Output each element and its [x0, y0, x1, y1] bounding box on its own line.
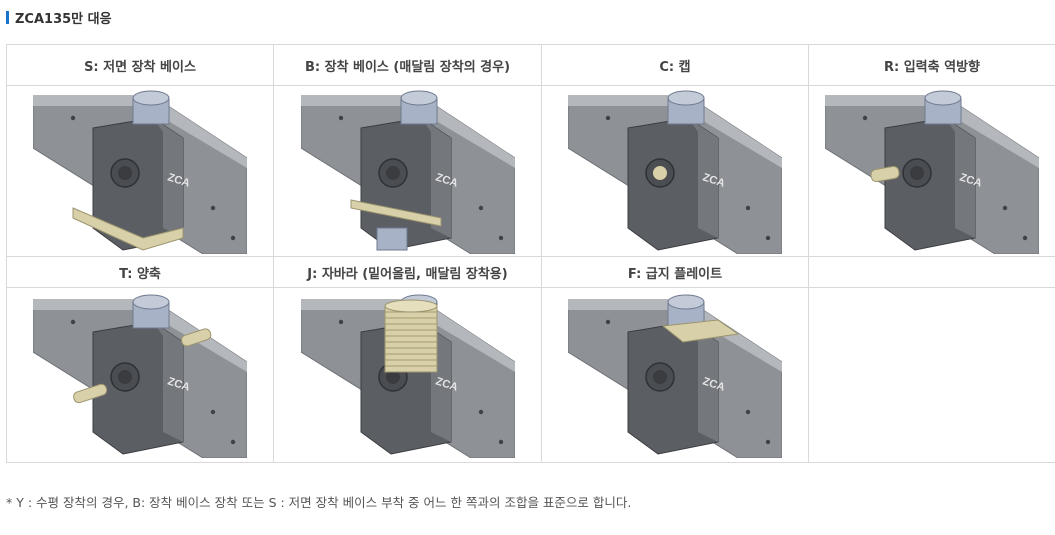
bottom-mount-base-image: ZCA [33, 88, 247, 254]
beam-bolt-hole [70, 115, 76, 121]
reverse-input-shaft-image: ZCA [825, 88, 1039, 254]
beam-bolt-hole [338, 319, 343, 325]
illustration-svg: ZCA [300, 294, 515, 458]
shaft-left-part [73, 383, 108, 404]
beam-bolt-hole [70, 319, 76, 325]
gearbox-side [420, 118, 451, 238]
beam-bolt-hole [605, 115, 611, 121]
bellows-part [384, 299, 437, 373]
beam-bolt-hole [1002, 205, 1008, 211]
option-c-label: C: 캡 [541, 44, 809, 86]
option-b-label: B: 장착 베이스 (매달림 장착의 경우) [273, 44, 542, 86]
beam-bolt-hole [230, 235, 236, 241]
option-j-label: J: 자바라 (밑어올림, 매달림 장착용) [273, 256, 542, 288]
gearbox-side [153, 322, 183, 442]
motor-cap [924, 90, 962, 106]
beam-top-face [300, 300, 515, 372]
beam-bolt-hole [498, 235, 503, 241]
feed-plate-image: ZCA [568, 292, 782, 458]
illustration-svg: ZCA [33, 294, 247, 458]
image-row-1: ZCA ZCA ZCA ZCA [6, 85, 1055, 257]
beam-bolt-hole [862, 115, 868, 121]
reverse-input-shaft-part [870, 165, 900, 183]
image-row-2: ZCA ZCA ZCA [6, 287, 1055, 463]
beam-bolt-hole [210, 205, 216, 211]
options-table: S: 저면 장착 베이스 B: 장착 베이스 (매달림 장착의 경우) C: 캡… [6, 44, 1055, 463]
header-row-2: T: 양축 J: 자바라 (밑어올림, 매달림 장착용) F: 급지 플레이트 [6, 256, 1055, 288]
beam-top-face [300, 96, 515, 168]
beam-bolt-hole [338, 115, 343, 121]
motor-cap [667, 90, 705, 106]
option-t-cell: ZCA [6, 287, 274, 463]
option-r-cell: ZCA [808, 85, 1055, 257]
option-s-label: S: 저면 장착 베이스 [6, 44, 274, 86]
mount-base-part [350, 199, 441, 227]
option-b-cell: ZCA [273, 85, 542, 257]
empty-image-cell [808, 287, 1055, 463]
illustration-svg: ZCA [568, 294, 782, 458]
motor-cap [132, 294, 170, 310]
motor-cap [132, 90, 170, 106]
illustration-svg: ZCA [825, 90, 1039, 254]
option-s-cell: ZCA [6, 85, 274, 257]
output-bore [653, 370, 667, 384]
cap-part [653, 166, 667, 180]
output-bore [385, 370, 400, 384]
output-bore [118, 370, 132, 384]
output-bore [118, 166, 132, 180]
beam-bolt-hole [765, 439, 771, 445]
bellows-top [384, 299, 437, 313]
gearbox-side [153, 118, 183, 238]
option-f-cell: ZCA [541, 287, 809, 463]
beam-bolt-hole [605, 319, 611, 325]
beam-bolt-hole [210, 409, 216, 415]
double-shaft-image: ZCA [33, 292, 247, 458]
feed-plate-part [661, 319, 740, 343]
option-f-label: F: 급지 플레이트 [541, 256, 809, 288]
gearbox-side [688, 118, 718, 238]
option-r-label: R: 입력축 역방향 [808, 44, 1055, 86]
beam-bolt-hole [765, 235, 771, 241]
beam-bolt-hole [498, 439, 503, 445]
option-t-label: T: 양축 [6, 256, 274, 288]
bottom-mount-base-part [72, 207, 184, 251]
shaft-right-part [180, 328, 212, 347]
gearbox-side [420, 322, 451, 442]
beam-bolt-hole [745, 409, 751, 415]
footnote: * Y : 수평 장착의 경우, B: 장착 베이스 장착 또는 S : 저면 … [6, 495, 632, 510]
gearbox-side [688, 322, 718, 442]
hanging-motor-part [376, 227, 407, 251]
hanging-mount-base-image: ZCA [300, 88, 515, 254]
output-bore [910, 166, 924, 180]
beam-bolt-hole [230, 439, 236, 445]
beam-bolt-hole [478, 409, 483, 415]
beam-bolt-hole [1022, 235, 1028, 241]
title-accent-bar [6, 11, 9, 24]
section-title: ZCA135만 대응 [6, 8, 112, 27]
option-c-cell: ZCA [541, 85, 809, 257]
header-row-1: S: 저면 장착 베이스 B: 장착 베이스 (매달림 장착의 경우) C: 캡… [6, 44, 1055, 86]
empty-label-cell [808, 256, 1055, 288]
section-title-text: ZCA135만 대응 [15, 12, 112, 27]
beam-top-face [568, 300, 782, 372]
gearbox-side [945, 118, 975, 238]
illustration-svg: ZCA [568, 90, 782, 254]
bellows-image: ZCA [300, 292, 515, 458]
beam-top-face [568, 96, 782, 168]
illustration-svg: ZCA [300, 90, 515, 254]
cap-image: ZCA [568, 88, 782, 254]
illustration-svg: ZCA [33, 90, 247, 254]
beam-top-face [825, 96, 1039, 168]
beam-bolt-hole [478, 205, 483, 211]
output-bore [385, 166, 400, 180]
motor-cap [667, 294, 705, 310]
motor-cap [400, 90, 437, 106]
bellows-body [384, 305, 437, 373]
beam-top-face [33, 96, 247, 168]
option-j-cell: ZCA [273, 287, 542, 463]
beam-bolt-hole [745, 205, 751, 211]
